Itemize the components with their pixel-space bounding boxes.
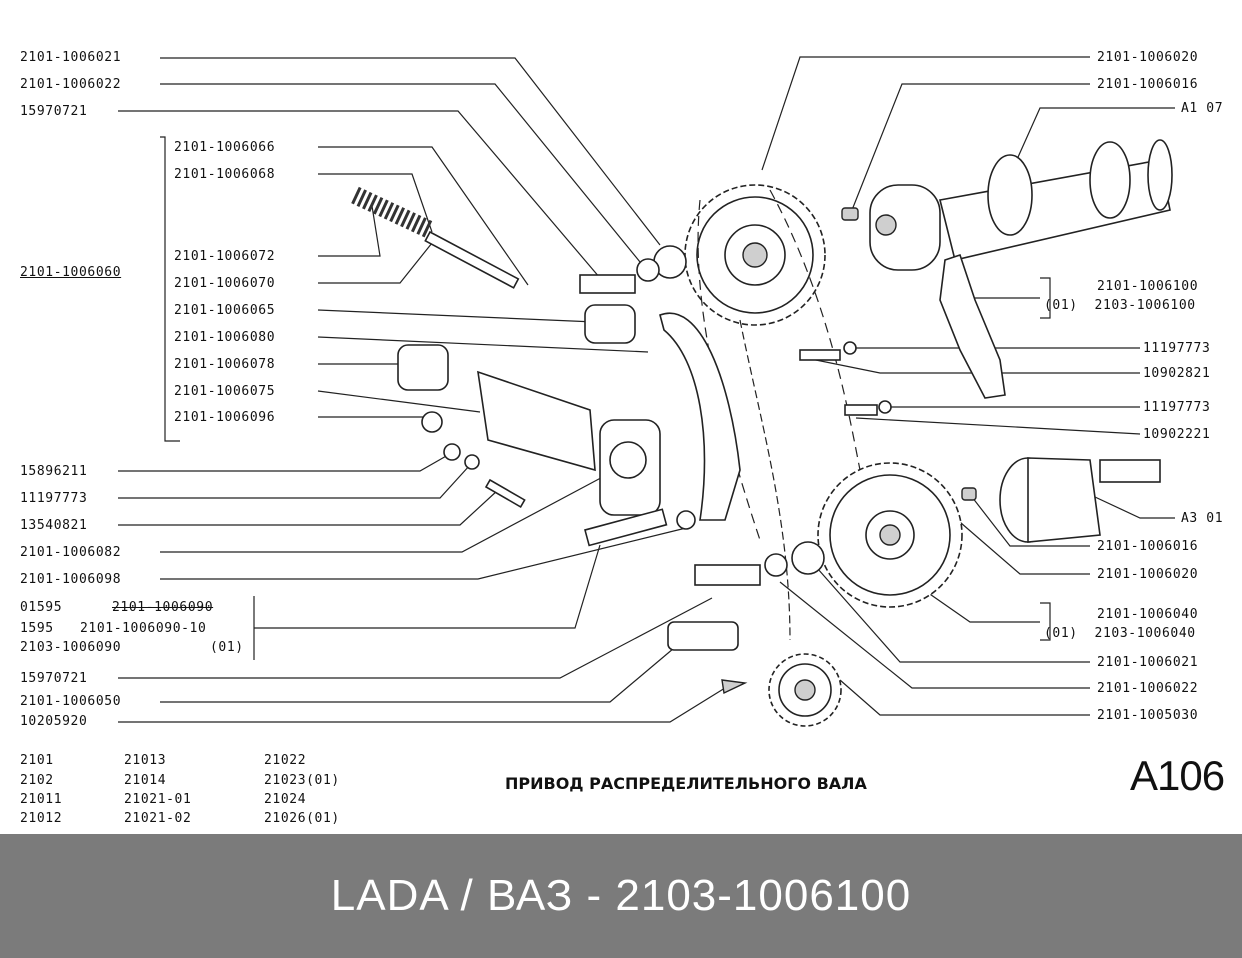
part-label: 2101-1006070 (174, 276, 276, 291)
part-label: 2101-1006078 (174, 357, 276, 372)
part-label: 2101-1006082 (20, 545, 122, 560)
part-label: 15896211 (20, 464, 88, 479)
part-label: 10902821 (1143, 366, 1211, 381)
model-item: 21021-02 (124, 811, 192, 826)
part-label: 2101-1006040 (1097, 607, 1199, 622)
bolts-washers (579, 245, 892, 416)
part-label: 2101-1006075 (174, 384, 276, 399)
camshaft-sprocket (684, 184, 826, 326)
part-label: 11197773 (1143, 400, 1211, 415)
part-label: 15970721 (20, 104, 88, 119)
model-item: 21024 (264, 792, 307, 807)
footer-banner: LADA / ВАЗ - 2103-1006100 (0, 834, 1242, 958)
part-label: 2101-1006072 (174, 249, 276, 264)
model-item: 2101 (20, 753, 54, 768)
part-label: 2101-1006096 (174, 410, 276, 425)
part-label: 11197773 (20, 491, 88, 506)
part-label: 2101-1006100 (1097, 279, 1199, 294)
part-label: 2101-1006016 (1097, 539, 1199, 554)
auxiliary-shaft (961, 457, 1161, 543)
model-item: 2102 (20, 773, 54, 788)
model-item: 21013 (124, 753, 167, 768)
assembly-label: 2101-1006060 (20, 265, 122, 280)
part-label: 2101-1006068 (174, 167, 276, 182)
part-label: 10205920 (20, 714, 88, 729)
part-label: (01) 2103-1006040 (1044, 626, 1196, 641)
chain-tensioner-shoe (659, 312, 741, 530)
part-label: 2101-1006022 (20, 77, 122, 92)
part-label: 15970721 (20, 671, 88, 686)
diagram-code: A106 (1130, 752, 1225, 799)
part-label: 11197773 (1143, 341, 1211, 356)
footer-part-number: LADA / ВАЗ - 2103-1006100 (330, 871, 912, 920)
leader-lines (118, 56, 1175, 723)
small-parts (443, 443, 825, 695)
part-label: 01595 (20, 600, 63, 615)
part-label: 2101-1006020 (1097, 567, 1199, 582)
part-label: (01) (210, 640, 244, 655)
part-label: A3 01 (1181, 511, 1224, 526)
part-label: 2101-1006016 (1097, 77, 1199, 92)
part-label: 2101-1005030 (1097, 708, 1199, 723)
model-item: 21022 (264, 753, 307, 768)
model-item: 21012 (20, 811, 63, 826)
part-label: 2101-1006066 (174, 140, 276, 155)
camshaft (841, 139, 1173, 271)
oil-pump-sprocket (768, 653, 842, 727)
part-label: 2101-1006021 (1097, 655, 1199, 670)
part-label: 2101-1006050 (20, 694, 122, 709)
model-item: 21026(01) (264, 811, 340, 826)
part-label: 2101-1006020 (1097, 50, 1199, 65)
part-label: 2103-1006090 (20, 640, 122, 655)
part-label: 1595 (20, 621, 54, 636)
part-label: (01) 2103-1006100 (1044, 298, 1196, 313)
diagram-title: ПРИВОД РАСПРЕДЕЛИТЕЛЬНОГО ВАЛА (505, 774, 867, 793)
part-label: 2101-1006080 (174, 330, 276, 345)
model-item: 21021-01 (124, 792, 192, 807)
part-label: 2101-1006022 (1097, 681, 1199, 696)
exploded-view-drawing (118, 56, 1175, 727)
diagram-sheet: 2101-1006021 2101-1006022 15970721 2101-… (20, 50, 1226, 826)
model-item: 21014 (124, 773, 167, 788)
model-item: 21011 (20, 792, 63, 807)
part-label: 2101-1006098 (20, 572, 122, 587)
part-label: 2101-1006021 (20, 50, 122, 65)
model-item: 21023(01) (264, 773, 340, 788)
part-label: 2101-1006065 (174, 303, 276, 318)
part-label: 13540821 (20, 518, 88, 533)
chain-damper (939, 253, 1006, 399)
part-label: 2101-1006090 (112, 600, 214, 615)
chain-tensioner (351, 186, 661, 516)
part-label: 2101-1006090-10 (80, 621, 207, 636)
part-label: 10902221 (1143, 427, 1211, 442)
crankshaft-sprocket (817, 462, 963, 608)
part-label: A1 07 (1181, 101, 1224, 116)
